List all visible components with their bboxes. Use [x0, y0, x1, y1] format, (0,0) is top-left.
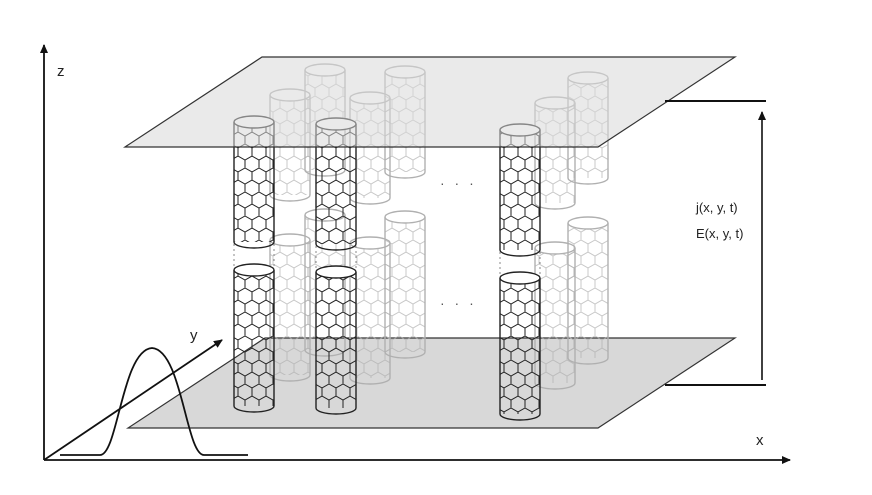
ellipsis-bottom: · · · [440, 295, 477, 311]
nanotube [315, 265, 357, 415]
nanotube-back [384, 210, 426, 359]
nanotube-back [269, 233, 311, 382]
y-axis [43, 339, 223, 461]
front-tubes [233, 115, 541, 421]
ellipsis-top: · · · [440, 175, 477, 191]
gaussian-pulse [60, 347, 248, 456]
z-axis-label: z [57, 63, 65, 80]
x-axis-label: x [756, 432, 764, 449]
nanotube-back [567, 216, 609, 365]
y-axis-label: y [190, 327, 198, 344]
bottom-plate [125, 337, 738, 429]
current-density-label: j(x, y, t) [695, 200, 738, 215]
nanotube [499, 271, 541, 421]
electric-field-label: E(x, y, t) [696, 226, 743, 241]
top-plate [122, 56, 738, 148]
nanotube [233, 263, 275, 413]
